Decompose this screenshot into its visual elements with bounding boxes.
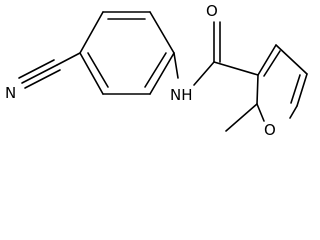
bond: [149, 11, 175, 54]
bond-triple: [18, 59, 55, 79]
bond: [149, 52, 175, 95]
furan-ring: O: [256, 44, 308, 139]
bond: [289, 105, 298, 119]
bond: [79, 52, 104, 95]
amide-linkage: NH O: [170, 2, 259, 104]
atom-label-nh: NH: [170, 86, 193, 104]
bond: [225, 103, 258, 132]
bond-double-inner: [290, 74, 301, 104]
bond-double-inner: [87, 52, 109, 88]
methyl-group: [225, 103, 258, 132]
bond: [275, 44, 308, 75]
bond-triple: [24, 69, 61, 89]
bond: [213, 61, 259, 76]
atom-label-o-furan: O: [264, 121, 276, 139]
bond: [256, 103, 265, 122]
bond: [256, 74, 259, 105]
bond: [173, 52, 179, 79]
bond-triple: [21, 64, 58, 84]
bond: [56, 52, 81, 66]
structure-canvas: N NH O O: [5, 2, 308, 139]
bond-double-inner: [144, 52, 167, 88]
bond: [296, 73, 308, 107]
chemical-structure: N NH O O: [5, 2, 308, 139]
bond-double-inner: [263, 50, 281, 77]
bond: [257, 44, 277, 76]
bond: [79, 11, 104, 54]
benzene-ring: [79, 11, 175, 95]
atom-label-n-nitrile: N: [5, 84, 16, 102]
atom-label-o-carbonyl: O: [206, 2, 218, 20]
nitrile-group: N: [5, 52, 81, 102]
bond: [193, 61, 215, 86]
